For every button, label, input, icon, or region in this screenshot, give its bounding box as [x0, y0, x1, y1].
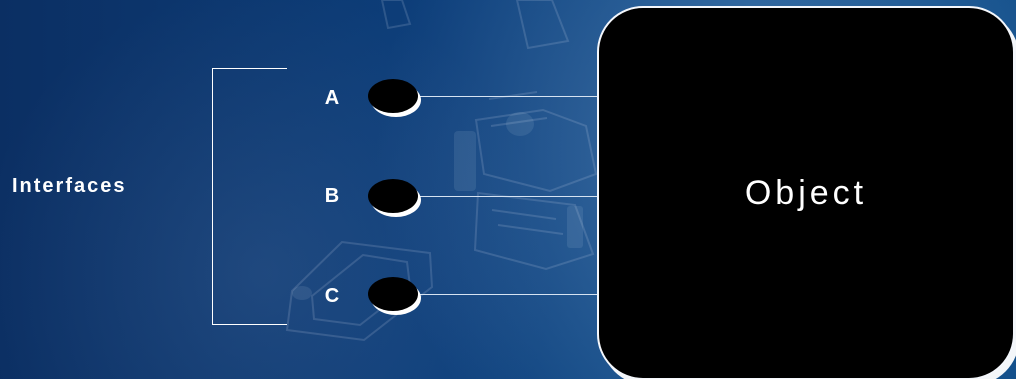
port-label-a: A	[320, 87, 344, 109]
connector-c	[418, 294, 597, 295]
connector-b	[418, 196, 597, 197]
interface-node-b	[368, 179, 422, 217]
interfaces-label: Interfaces	[12, 174, 192, 198]
node-core	[368, 179, 418, 213]
node-core	[368, 277, 418, 311]
object-box: Object	[597, 6, 1015, 379]
port-label-c: C	[320, 285, 344, 307]
connector-a	[418, 96, 597, 97]
interface-node-c	[368, 277, 422, 315]
interface-node-a	[368, 79, 422, 117]
port-label-b: B	[320, 185, 344, 207]
interfaces-bracket	[212, 68, 287, 325]
object-label: Object	[599, 174, 1013, 212]
node-core	[368, 79, 418, 113]
